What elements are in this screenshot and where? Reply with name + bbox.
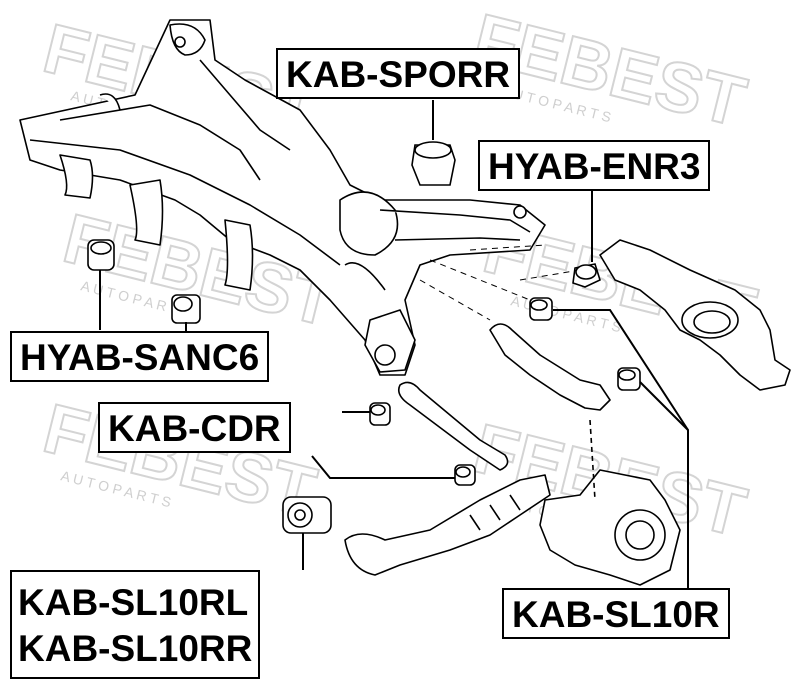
label-kab-sl10rr: KAB-SL10RR [18,628,253,670]
bushing-kab-sporr [411,141,456,186]
label-hyab-sanc6: HYAB-SANC6 [10,331,270,382]
rear-subframe [19,19,546,376]
bushing-kab-sl10r-b [617,367,641,391]
bushing-kab-cdr-a [369,402,391,426]
bushing-kab-sl10rl [282,496,332,534]
label-kab-cdr: KAB-CDR [98,402,291,453]
label-kab-sl10r: KAB-SL10R [502,588,730,639]
label-kab-sporr: KAB-SPORR [276,48,521,99]
leader-lines [99,100,689,588]
toe-link [397,381,509,471]
bushing-hyab-sanc6-a [87,239,115,271]
trailing-arm [344,474,551,576]
label-kab-sl10rl-rr: KAB-SL10RL KAB-SL10RR [10,570,261,679]
label-hyab-enr3: HYAB-ENR3 [478,140,711,191]
label-kab-sl10rl: KAB-SL10RL [18,582,249,623]
upper-arm [489,323,611,411]
lower-control-arm-right [599,239,791,391]
assembly-lines [419,244,581,321]
bushing-hyab-sanc6-b [171,294,201,324]
knuckle-hub [539,419,681,586]
bushing-hyab-enr3 [572,263,601,288]
bushing-kab-sl10r-a [529,297,553,321]
bushing-kab-cdr-b [454,464,476,486]
